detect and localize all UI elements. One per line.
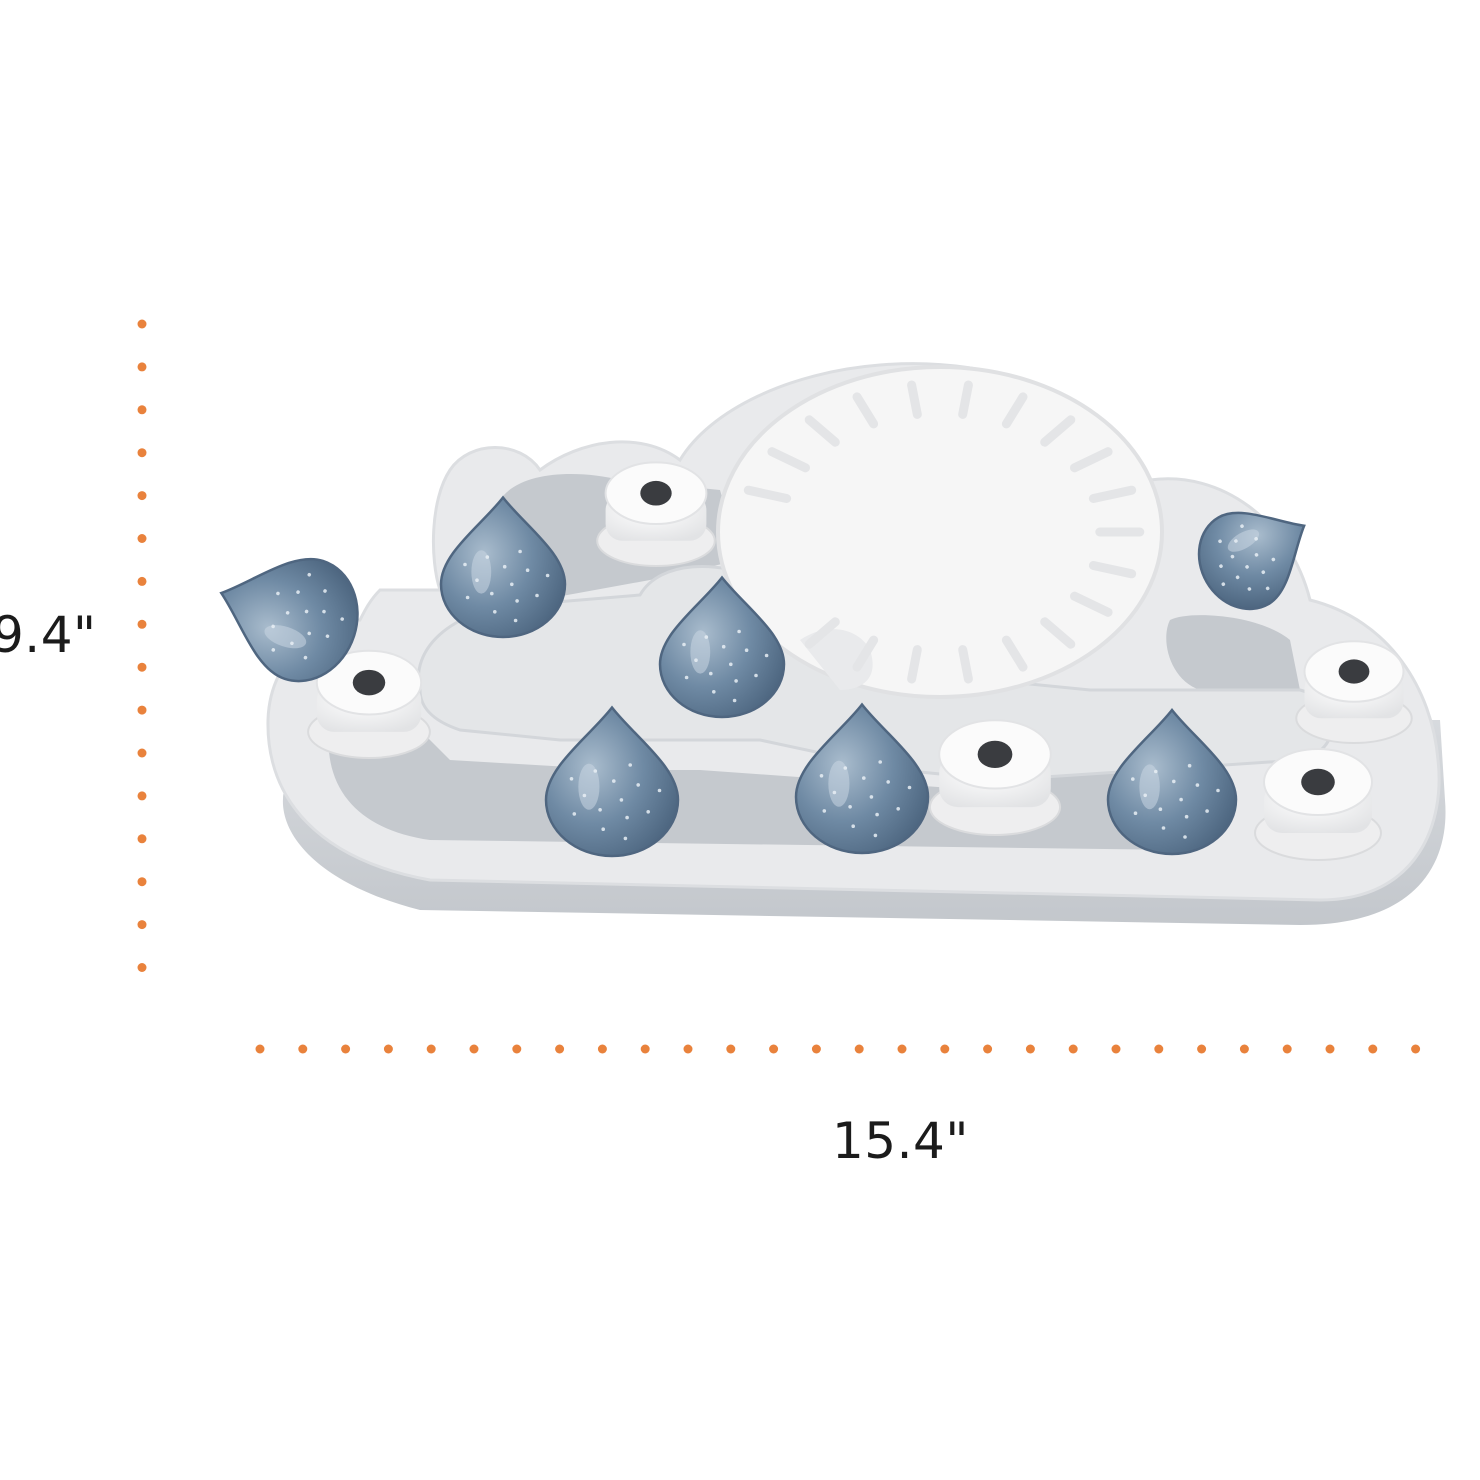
white-knob — [928, 719, 1062, 836]
guide-dot — [137, 491, 147, 501]
sun-ray — [1001, 635, 1028, 672]
guide-dot — [940, 1044, 950, 1054]
guide-dot — [683, 1044, 693, 1054]
guide-dot — [137, 662, 147, 672]
sun-ray — [804, 415, 840, 447]
white-knob-group — [307, 461, 1413, 861]
guide-dot — [854, 1044, 864, 1054]
guide-dot — [1239, 1044, 1249, 1054]
guide-dot — [811, 1044, 821, 1054]
guide-dot — [137, 319, 147, 329]
guide-dot — [1411, 1044, 1421, 1054]
sun-ray — [907, 645, 922, 684]
guide-dot — [1068, 1044, 1078, 1054]
guide-dot — [726, 1044, 736, 1054]
guide-dot — [137, 834, 147, 844]
guide-dot — [1368, 1044, 1378, 1054]
guide-dot — [1197, 1044, 1207, 1054]
guide-dot — [1111, 1044, 1121, 1054]
guide-dot — [512, 1044, 522, 1054]
guide-dot — [137, 448, 147, 458]
blue-drop — [1106, 707, 1238, 856]
sun-ray — [1040, 617, 1076, 649]
guide-dot — [897, 1044, 907, 1054]
white-knob — [307, 649, 431, 760]
guide-dot — [597, 1044, 607, 1054]
sun-ray — [852, 392, 879, 429]
guide-dot — [137, 405, 147, 415]
sun-ray — [1070, 447, 1113, 473]
guide-dot — [298, 1044, 308, 1054]
guide-dot — [555, 1044, 565, 1054]
guide-dot — [137, 877, 147, 887]
guide-dot — [469, 1044, 479, 1054]
sun-ray — [1088, 561, 1137, 579]
guide-dot — [137, 748, 147, 758]
guide-dot — [383, 1044, 393, 1054]
blue-drop — [1197, 511, 1306, 611]
guide-dot — [1154, 1044, 1164, 1054]
sun-ray — [804, 617, 840, 649]
sun-ray — [1040, 415, 1076, 447]
guide-dot — [1025, 1044, 1035, 1054]
width-dimension-label: 15.4" — [832, 1112, 969, 1170]
sun-ray — [743, 485, 792, 503]
blue-drop — [544, 705, 680, 858]
guide-dot — [640, 1044, 650, 1054]
guide-dot — [137, 576, 147, 586]
guide-dot — [983, 1044, 993, 1054]
sun-ray — [1088, 485, 1137, 503]
blue-drop — [794, 702, 930, 855]
sun-ray — [1070, 591, 1113, 617]
guide-dot — [137, 705, 147, 715]
guide-dot — [426, 1044, 436, 1054]
white-knob — [1295, 640, 1413, 744]
white-knob — [1254, 748, 1382, 861]
guide-dot — [341, 1044, 351, 1054]
blue-drop — [219, 557, 359, 683]
blue-drop — [658, 575, 786, 719]
blue-drop-group — [219, 495, 1306, 858]
blue-drop — [439, 495, 567, 639]
height-dotted-guide — [137, 319, 147, 972]
sun-ray — [767, 447, 810, 473]
sun-disc — [716, 365, 1164, 699]
sun-ray — [907, 380, 922, 419]
guide-dot — [137, 619, 147, 629]
guide-dot — [137, 534, 147, 543]
guide-dot — [1282, 1044, 1292, 1054]
guide-dot — [137, 920, 147, 930]
white-knob — [596, 461, 716, 567]
sun-ray — [958, 645, 973, 684]
guide-dot — [769, 1044, 779, 1054]
sun-ray — [1001, 392, 1028, 429]
width-dotted-guide — [255, 1044, 1421, 1054]
guide-dot — [137, 791, 147, 801]
guide-dot — [137, 963, 147, 972]
guide-dot — [137, 362, 147, 372]
sun-ray — [958, 380, 973, 419]
height-dimension-label: 9.4" — [0, 606, 97, 664]
guide-dot — [1325, 1044, 1335, 1054]
sun-ray — [852, 635, 879, 672]
guide-dot — [255, 1044, 265, 1054]
